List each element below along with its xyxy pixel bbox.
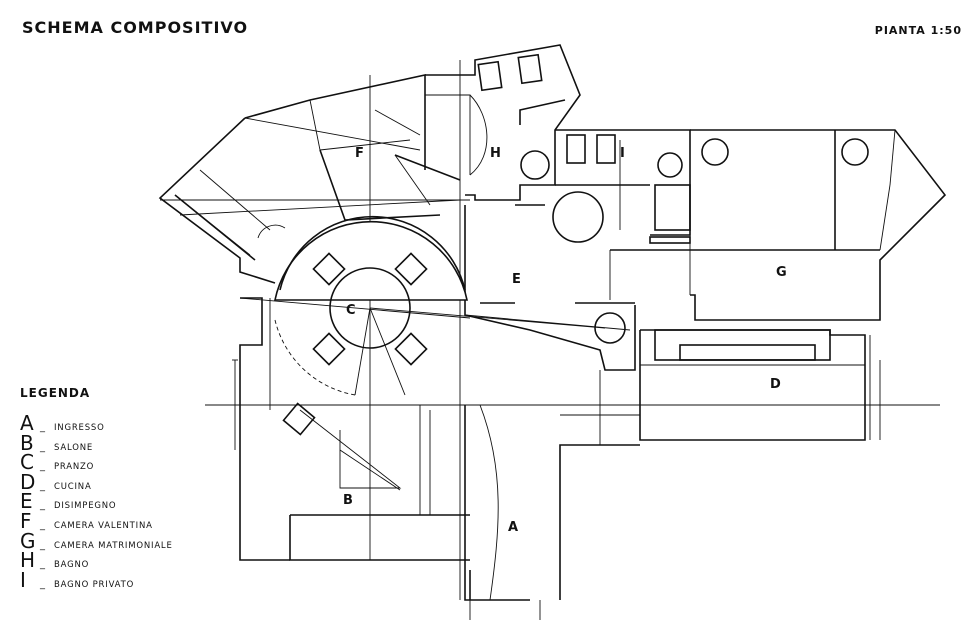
legend-item: G _ CAMERA MATRIMONIALE — [20, 528, 173, 553]
room-label-b: B — [343, 493, 353, 508]
legend-letter: A — [20, 411, 34, 435]
legend-item: H _ BAGNO — [20, 548, 173, 573]
room-label-e: E — [512, 272, 521, 287]
room-label-c: C — [346, 303, 356, 318]
legend-label: CAMERA VALENTINA — [54, 520, 153, 531]
legend-separator: _ — [40, 519, 45, 531]
axis-lines — [160, 60, 940, 600]
room-label-g: G — [776, 265, 787, 280]
room-c-outline — [239, 215, 606, 396]
legend-letter: B — [20, 430, 34, 455]
legend-separator: _ — [40, 441, 45, 453]
legend-separator: _ — [40, 480, 45, 492]
legend-list: A _ INGRESSO B _ SALONE C _ PRANZO D _ CUCINA E _ DISI… — [20, 411, 173, 592]
room-label-d: D — [770, 377, 781, 392]
legend-item: C _ PRANZO — [20, 450, 173, 475]
legend-label: CUCINA — [54, 481, 92, 492]
legend-letter: H — [20, 548, 36, 573]
legend-item: B _ SALONE — [20, 430, 173, 455]
room-i-outline — [515, 129, 691, 244]
legend-item: I _ BAGNO PRIVATO — [20, 567, 173, 592]
legend-letter: I — [20, 567, 26, 592]
legend-separator: _ — [40, 461, 45, 473]
legend-item: A _ INGRESSO — [20, 411, 173, 435]
legend-label: PRANZO — [54, 462, 95, 473]
room-a-outline — [464, 370, 640, 620]
legend-label: DISIMPEGNO — [54, 501, 117, 512]
legend-separator: _ — [40, 578, 45, 590]
room-labels: F H I G E C D B A — [343, 146, 787, 535]
legend-letter: D — [20, 469, 36, 494]
legend-letter: G — [20, 528, 36, 553]
legend-label: INGRESSO — [54, 423, 105, 433]
room-h-outline — [394, 44, 581, 201]
legend-letter: F — [20, 508, 32, 533]
room-b-outline — [232, 297, 499, 601]
legend-separator: _ — [40, 422, 45, 433]
legend-letter: E — [20, 489, 33, 514]
legend-separator: _ — [40, 539, 45, 551]
room-e-outline — [464, 205, 636, 371]
legend-item: D _ CUCINA — [20, 469, 173, 494]
scale-label: PIANTA 1:50 — [874, 24, 962, 37]
legend-label: CAMERA MATRIMONIALE — [54, 540, 173, 551]
room-label-h: H — [490, 146, 501, 161]
room-g-outline — [609, 129, 947, 321]
drawing-title: SCHEMA COMPOSITIVO — [22, 18, 249, 37]
legend-label: BAGNO PRIVATO — [54, 579, 135, 590]
room-label-f: F — [355, 146, 364, 161]
legend-separator: _ — [40, 500, 45, 512]
legend-letter: C — [20, 450, 34, 475]
legend: LEGENDA A _ INGRESSO B _ SALONE C _ PRANZO D _ CUCI… — [20, 386, 173, 590]
room-d-outline — [639, 329, 881, 441]
legend-label: BAGNO — [54, 560, 90, 571]
legend-title: LEGENDA — [20, 386, 91, 400]
legend-separator: _ — [40, 559, 45, 571]
legend-item: E _ DISIMPEGNO — [20, 489, 173, 514]
legend-item: F _ CAMERA VALENTINA — [20, 508, 173, 533]
room-label-i: I — [620, 146, 625, 161]
legend-label: SALONE — [54, 442, 94, 453]
room-label-a: A — [508, 520, 518, 535]
room-f-outline — [158, 74, 461, 284]
